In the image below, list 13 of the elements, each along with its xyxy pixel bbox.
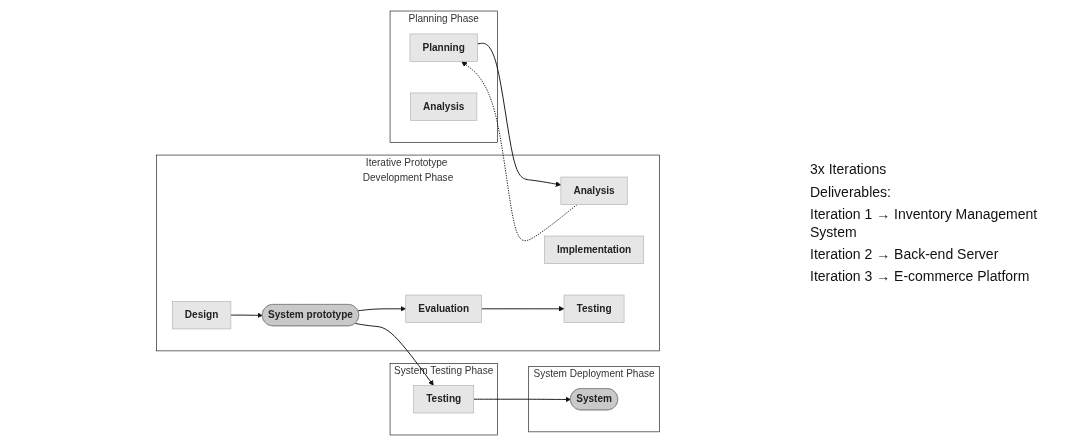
note-text: Iteration 2 → Back-end Server bbox=[810, 245, 1000, 264]
node-box: Testing bbox=[563, 294, 625, 323]
node-box: Testing bbox=[413, 385, 475, 414]
node-box: Evaluation bbox=[405, 294, 482, 323]
node-box: Planning bbox=[409, 33, 478, 62]
note-text: Iteration 3 → E-commerce Platform bbox=[810, 267, 1031, 286]
node-box: Design bbox=[171, 301, 232, 330]
note-text: Deliverables: bbox=[810, 182, 892, 201]
node-box: Implementation bbox=[544, 235, 645, 264]
node-box: Analysis bbox=[560, 176, 628, 205]
node-box: Analysis bbox=[410, 92, 478, 121]
note-text: Iteration 1 → Inventory Management System bbox=[810, 204, 1039, 242]
note-text: 3x Iterations bbox=[810, 160, 888, 179]
